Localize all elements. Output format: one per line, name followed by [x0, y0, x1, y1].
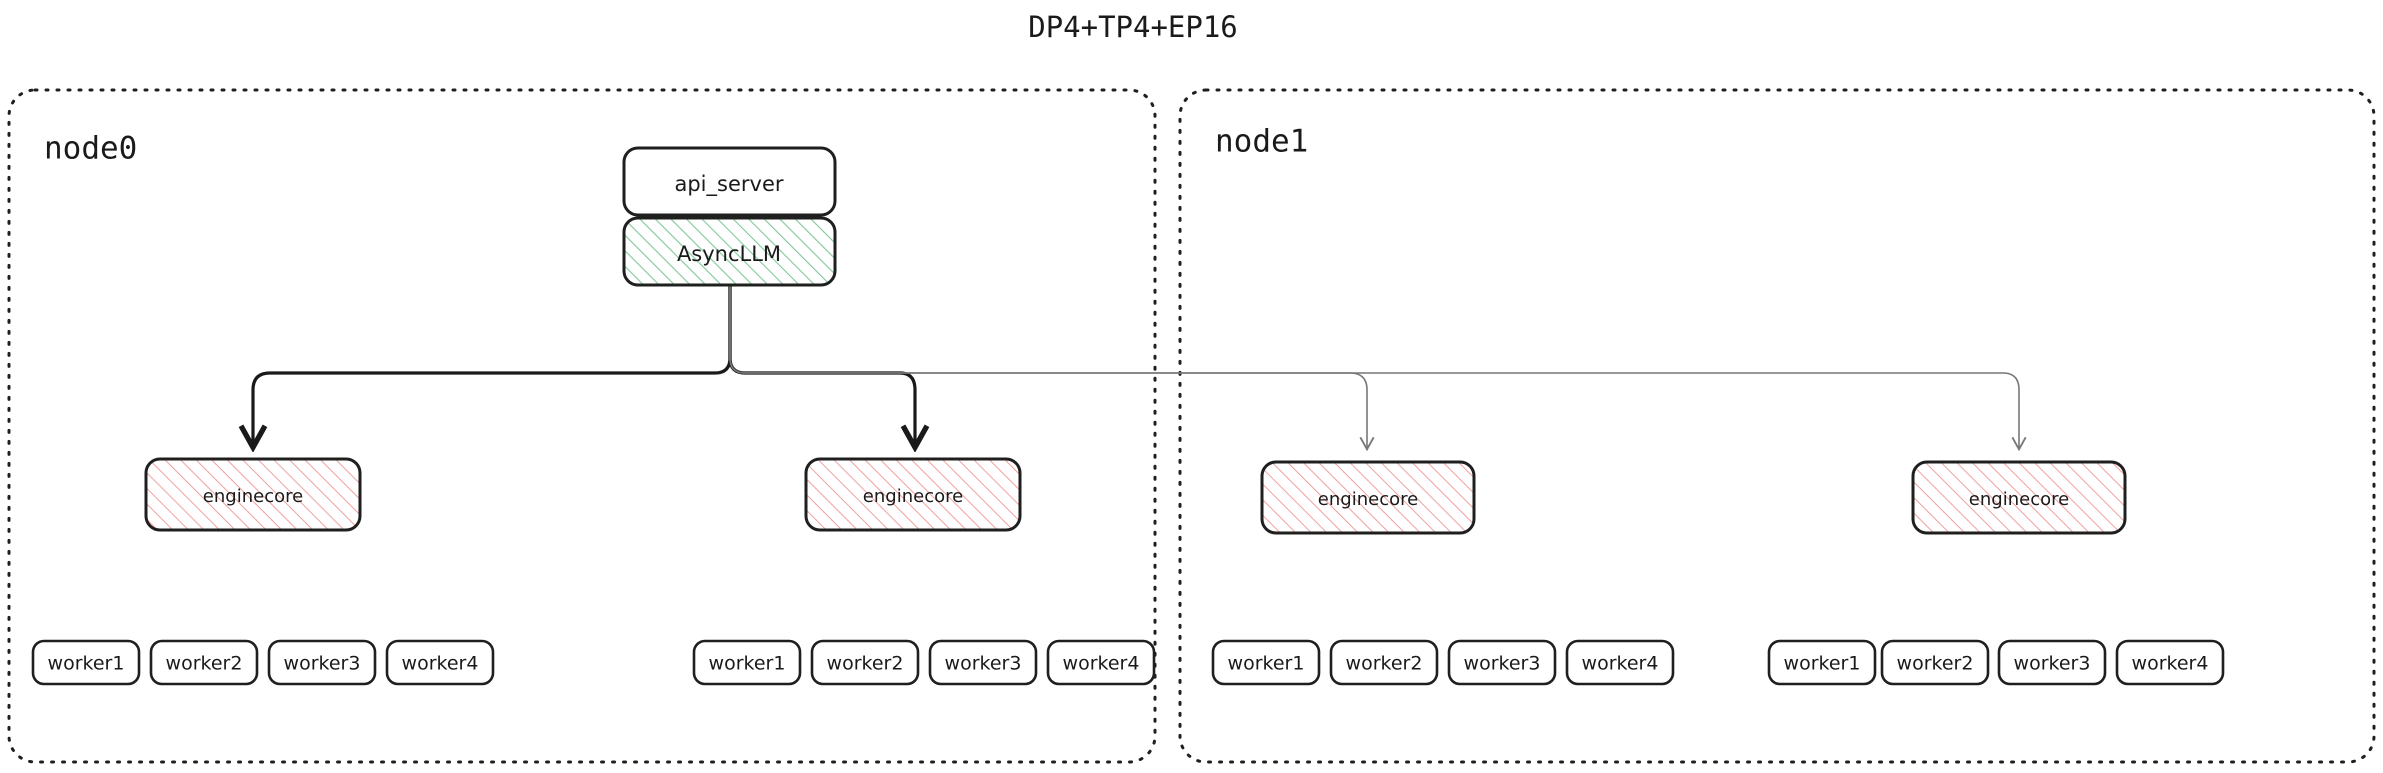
node-worker-w3-0-rect[interactable]: [1767, 639, 1877, 686]
node-enginecore-0[interactable]: enginecore: [144, 457, 362, 532]
node-worker-w2-0-rect[interactable]: [1211, 639, 1321, 686]
node-api-server-label: api_server: [674, 172, 783, 197]
node-worker-w2-0[interactable]: worker1: [1211, 639, 1321, 686]
node-worker-w2-3[interactable]: worker4: [1565, 639, 1675, 686]
cluster-node0-label: node0: [44, 131, 137, 167]
node-worker-w0-0-rect[interactable]: [31, 639, 141, 686]
node-worker-w0-2-rect[interactable]: [267, 639, 377, 686]
node-worker-w3-1-label: worker2: [1897, 653, 1974, 675]
node-worker-w0-1-label: worker2: [166, 653, 243, 675]
worker-group-2: worker1 worker2 worker3 worker4: [1211, 639, 1675, 686]
node-api-server-rect[interactable]: [622, 146, 837, 217]
worker-group-0: worker1 worker2 worker3 worker4: [31, 639, 495, 686]
node-worker-w3-0-label: worker1: [1784, 653, 1861, 675]
node-async-llm-label: AsyncLLM: [677, 242, 781, 266]
node-enginecore-3-label: enginecore: [1969, 489, 2069, 510]
node-worker-w0-1[interactable]: worker2: [149, 639, 259, 686]
node-async-llm[interactable]: AsyncLLM: [622, 216, 837, 287]
node-worker-w1-3[interactable]: worker4: [1046, 639, 1156, 686]
node-worker-w0-2[interactable]: worker3: [267, 639, 377, 686]
node-worker-w1-1-label: worker2: [827, 653, 904, 675]
cluster-node0: node0: [7, 88, 1157, 764]
node-worker-w1-0[interactable]: worker1: [692, 639, 802, 686]
node-worker-w0-0-label: worker1: [48, 653, 125, 675]
node-enginecore-1-rect[interactable]: [804, 457, 1022, 532]
node-enginecore-1-label: enginecore: [863, 486, 963, 507]
node-enginecore-2[interactable]: enginecore: [1260, 460, 1476, 535]
node-enginecore-0-rect[interactable]: [144, 457, 362, 532]
node-worker-w1-1[interactable]: worker2: [810, 639, 920, 686]
node-worker-w3-3-rect[interactable]: [2115, 639, 2225, 686]
cluster-node0-border: [7, 88, 1157, 764]
edge-to-enginecore-3: [729, 283, 2027, 452]
node-worker-w3-0[interactable]: worker1: [1767, 639, 1877, 686]
node-worker-w1-0-rect[interactable]: [692, 639, 802, 686]
node-worker-w0-3-label: worker4: [402, 653, 479, 675]
node-worker-w0-1-rect[interactable]: [149, 639, 259, 686]
node-worker-w3-3[interactable]: worker4: [2115, 639, 2225, 686]
cluster-node1-label: node1: [1215, 124, 1308, 160]
node-worker-w2-2-label: worker3: [1464, 653, 1541, 675]
node-worker-w3-1-rect[interactable]: [1880, 639, 1990, 686]
node-worker-w0-2-label: worker3: [284, 653, 361, 675]
node-async-llm-rect[interactable]: [622, 216, 837, 287]
worker-group-3: worker1 worker2 worker3 worker4: [1767, 639, 2225, 686]
edge-to-enginecore-0: [253, 371, 271, 445]
node-enginecore-0-label: enginecore: [203, 486, 303, 507]
node-worker-w3-2[interactable]: worker3: [1997, 639, 2107, 686]
node-enginecore-3-rect[interactable]: [1911, 460, 2127, 535]
node-worker-w1-2-label: worker3: [945, 653, 1022, 675]
node-worker-w2-2[interactable]: worker3: [1447, 639, 1557, 686]
node-worker-w3-2-label: worker3: [2014, 653, 2091, 675]
node-enginecore-3[interactable]: enginecore: [1911, 460, 2127, 535]
node-enginecore-2-rect[interactable]: [1260, 460, 1476, 535]
node-worker-w2-1-rect[interactable]: [1329, 639, 1439, 686]
node-worker-w1-2-rect[interactable]: [928, 639, 1038, 686]
node-api-server[interactable]: api_server: [622, 146, 837, 217]
node-worker-w2-3-label: worker4: [1582, 653, 1659, 675]
worker-group-1: worker1 worker2 worker3 worker4: [692, 639, 1156, 686]
node-worker-w1-2[interactable]: worker3: [928, 639, 1038, 686]
node-worker-w0-0[interactable]: worker1: [31, 639, 141, 686]
page-title: DP4+TP4+EP16: [1028, 10, 1238, 44]
node-enginecore-1[interactable]: enginecore: [804, 457, 1022, 532]
cluster-node1: node1: [1178, 88, 2376, 764]
node-worker-w1-1-rect[interactable]: [810, 639, 920, 686]
node-worker-w2-0-label: worker1: [1228, 653, 1305, 675]
node-worker-w2-1-label: worker2: [1346, 653, 1423, 675]
node-worker-w1-3-rect[interactable]: [1046, 639, 1156, 686]
node-worker-w2-3-rect[interactable]: [1565, 639, 1675, 686]
node-worker-w2-1[interactable]: worker2: [1329, 639, 1439, 686]
node-worker-w0-3[interactable]: worker4: [385, 639, 495, 686]
node-worker-w1-0-label: worker1: [709, 653, 786, 675]
node-worker-w3-3-label: worker4: [2132, 653, 2209, 675]
node-worker-w2-2-rect[interactable]: [1447, 639, 1557, 686]
node-enginecore-2-label: enginecore: [1318, 489, 1418, 510]
node-worker-w1-3-label: worker4: [1063, 653, 1140, 675]
node-worker-w3-2-rect[interactable]: [1997, 639, 2107, 686]
cluster-node1-border: [1178, 88, 2376, 764]
node-worker-w0-3-rect[interactable]: [385, 639, 495, 686]
node-worker-w3-1[interactable]: worker2: [1880, 639, 1990, 686]
